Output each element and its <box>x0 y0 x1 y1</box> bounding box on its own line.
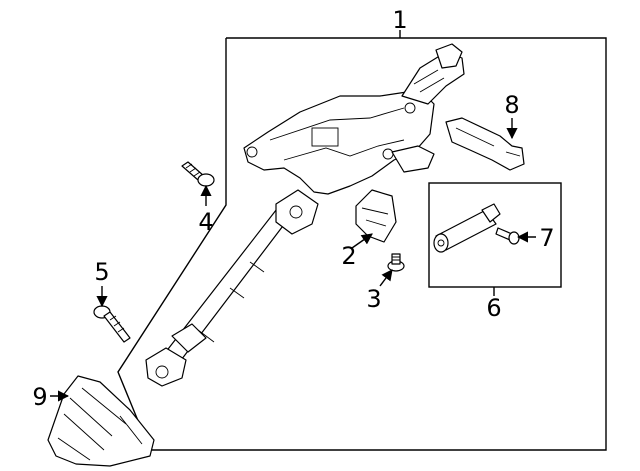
callout-2: 2 <box>341 242 356 270</box>
part-7-screw <box>495 227 520 245</box>
part-6-motor <box>433 203 501 253</box>
callout-3: 3 <box>366 285 381 313</box>
steering-column-assembly <box>145 43 465 387</box>
part-5-bolt <box>93 305 131 343</box>
motor-subassembly-box <box>428 182 562 296</box>
part-8-switch <box>445 117 525 171</box>
part-4-bolt <box>181 161 215 187</box>
callout-7: 7 <box>539 224 554 252</box>
assembly-outline <box>117 30 607 451</box>
callout-4: 4 <box>198 208 213 236</box>
part-2-bracket <box>355 189 397 243</box>
callout-6: 6 <box>486 294 501 322</box>
callout-5: 5 <box>94 258 109 286</box>
callout-8: 8 <box>504 91 519 119</box>
part-9-boot <box>47 375 155 467</box>
part-3-screw <box>387 253 405 272</box>
leader-lines <box>50 118 536 402</box>
callout-1: 1 <box>392 6 407 34</box>
callout-9: 9 <box>32 383 47 411</box>
